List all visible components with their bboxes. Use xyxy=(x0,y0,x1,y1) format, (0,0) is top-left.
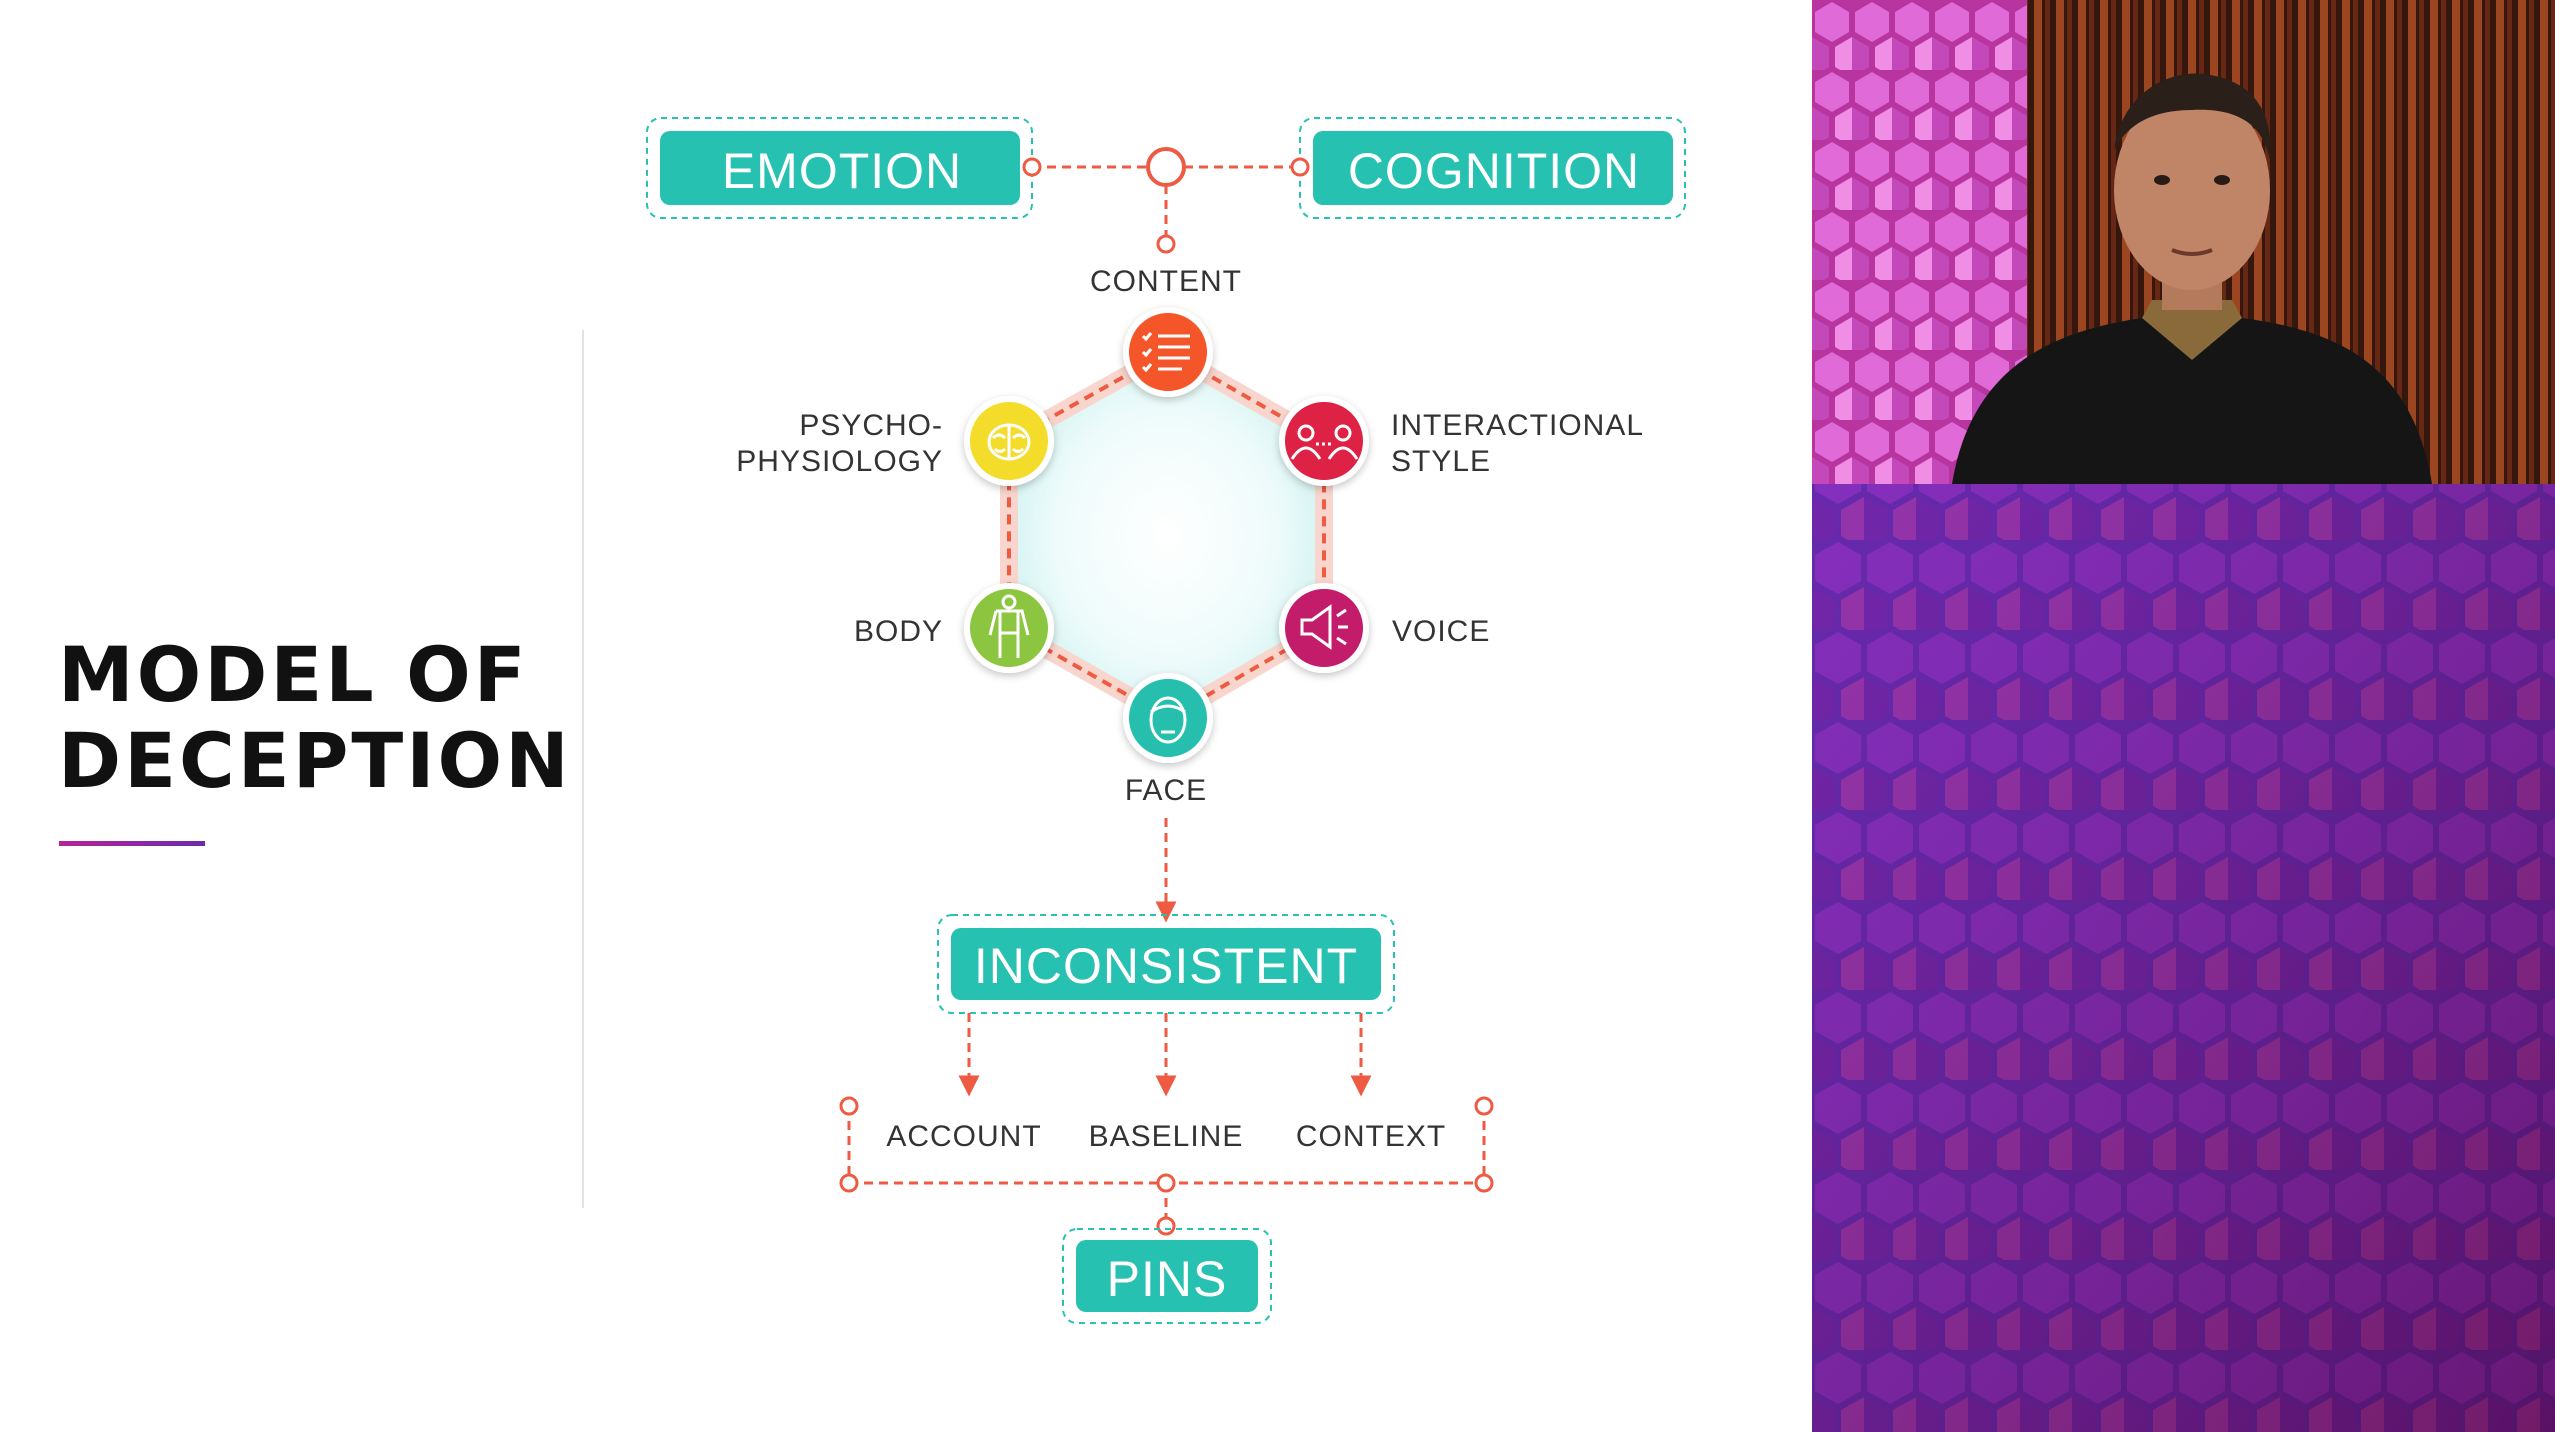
pins-label: PINS xyxy=(1107,1251,1228,1307)
face-node xyxy=(1123,673,1213,763)
body-icon xyxy=(988,594,1030,658)
bottom-bracket-connector xyxy=(839,1096,1494,1236)
title-underline xyxy=(59,841,205,846)
deception-model-diagram: EMOTION COGNITION xyxy=(646,117,1686,1324)
content-label: CONTENT xyxy=(1090,265,1242,298)
top-connector xyxy=(1022,147,1310,254)
inconsistent-box: INCONSISTENT xyxy=(937,914,1395,1014)
baseline-label: BASELINE xyxy=(1089,1120,1244,1153)
presenter-avatar xyxy=(1952,73,2432,484)
branch-arrows xyxy=(958,1013,1372,1097)
interactional-node xyxy=(1279,396,1369,486)
content-node xyxy=(1123,307,1213,397)
cognition-label: COGNITION xyxy=(1348,143,1640,199)
hexagon-ring xyxy=(1000,343,1333,727)
slide-title: MODEL OF DECEPTION xyxy=(58,632,578,804)
voice-label: VOICE xyxy=(1392,615,1490,648)
slide: MODEL OF DECEPTION EMOTION xyxy=(58,117,1686,1324)
inconsistent-label: INCONSISTENT xyxy=(974,938,1358,994)
hexagon-background-shade xyxy=(1812,484,2555,1432)
brain-icon xyxy=(987,423,1031,461)
face-label: FACE xyxy=(1125,774,1207,807)
body-label: BODY xyxy=(854,615,943,648)
title-line-1: MODEL OF xyxy=(58,630,529,719)
account-label: ACCOUNT xyxy=(886,1120,1041,1153)
title-line-2: DECEPTION xyxy=(58,716,572,805)
cognition-box: COGNITION xyxy=(1299,117,1686,219)
interactional-label-line-1: INTERACTIONAL xyxy=(1391,409,1644,442)
slide-divider xyxy=(582,330,584,1208)
interactional-label-line-2: STYLE xyxy=(1391,445,1491,478)
psycho-label-line-2: PHYSIOLOGY xyxy=(736,445,943,478)
context-label: CONTEXT xyxy=(1296,1120,1446,1153)
megaphone-icon xyxy=(1300,604,1348,650)
emotion-label: EMOTION xyxy=(722,143,962,199)
presenter-video-panel xyxy=(1812,0,2555,1432)
two-people-icon xyxy=(1290,424,1359,460)
checklist-icon xyxy=(1141,332,1190,373)
emotion-box: EMOTION xyxy=(646,117,1033,219)
voice-node xyxy=(1279,583,1369,673)
face-icon xyxy=(1149,696,1187,744)
psycho-label-line-1: PSYCHO- xyxy=(799,409,943,442)
pins-box: PINS xyxy=(1062,1228,1272,1324)
body-node xyxy=(964,583,1054,673)
